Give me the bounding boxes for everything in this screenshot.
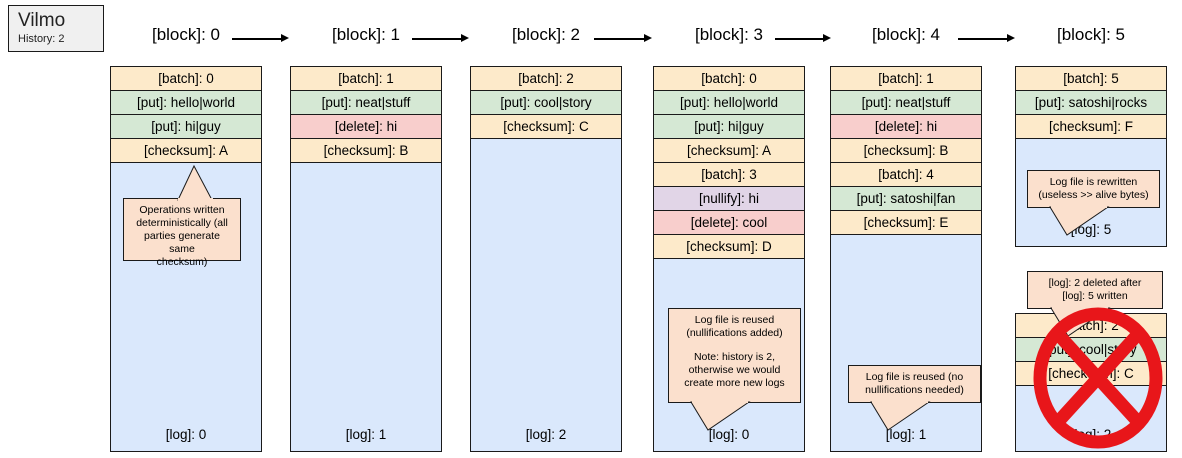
- log-row: [put]: satoshi|rocks: [1016, 91, 1166, 115]
- log-file-2: [batch]: 2 [put]: cool|story [checksum]:…: [470, 66, 622, 452]
- flow-arrow-0-to-1: [232, 34, 289, 43]
- block-header-4: [block]: 4: [871, 25, 941, 44]
- flow-arrow-3-to-4: [775, 34, 831, 43]
- log-row: [delete]: hi: [831, 115, 981, 139]
- log-file-5: [batch]: 5 [put]: satoshi|rocks [checksu…: [1015, 66, 1167, 247]
- log-row: [checksum]: B: [291, 139, 441, 163]
- block-header-5: [block]: 5: [1056, 25, 1126, 44]
- log-row: [batch]: 5: [1016, 67, 1166, 91]
- app-history-setting: History: 2: [18, 33, 65, 45]
- callout-line: Note: history is 2,: [693, 351, 776, 363]
- log-row: [put]: hello|world: [654, 91, 804, 115]
- callout-line: (nullifications added): [686, 327, 783, 339]
- log-row: [checksum]: A: [654, 139, 804, 163]
- log-file-label: [log]: 0: [708, 427, 750, 442]
- callout-line: Log file is rewritten: [1049, 176, 1138, 188]
- log-row: [batch]: 1: [831, 67, 981, 91]
- callout-log-reused-nullifications: Log file is reused (nullifications added…: [668, 308, 801, 431]
- log-row: [put]: hi|guy: [111, 115, 261, 139]
- callout-line: (useless >> alive bytes): [1038, 189, 1149, 201]
- log-row: [batch]: 0: [654, 67, 804, 91]
- log-row: [checksum]: D: [654, 235, 804, 259]
- app-name: Vilmo: [18, 10, 66, 31]
- callout-line: create more new logs: [684, 377, 785, 389]
- block-header-3: [block]: 3: [694, 25, 764, 44]
- callout-line: deterministically (all: [136, 217, 228, 229]
- log-file-label: [log]: 1: [885, 427, 927, 442]
- log-row: [put]: hi|guy: [654, 115, 804, 139]
- log-row: [batch]: 0: [111, 67, 261, 91]
- log-row: [batch]: 3: [654, 163, 804, 187]
- flow-arrow-4-to-5: [958, 34, 1015, 43]
- log-row: [batch]: 2: [471, 67, 621, 91]
- log-row: [put]: neat|stuff: [291, 91, 441, 115]
- log-row: [delete]: cool: [654, 211, 804, 235]
- callout-line: [log]: 2 deleted after: [1048, 277, 1142, 289]
- callout-line: Operations written: [139, 204, 225, 216]
- block-header-2: [block]: 2: [511, 25, 581, 44]
- callout-line: [log]: 5 written: [1062, 290, 1128, 302]
- log-file-label: [log]: 2: [525, 427, 567, 442]
- log-row: [put]: neat|stuff: [831, 91, 981, 115]
- log-file-label: [log]: 1: [345, 427, 387, 442]
- log-row: [checksum]: E: [831, 211, 981, 235]
- log-row: [put]: hello|world: [111, 91, 261, 115]
- log-row: [checksum]: F: [1016, 115, 1166, 139]
- log-row: [batch]: 4: [831, 163, 981, 187]
- callout-line: Log file is reused (no: [865, 371, 964, 383]
- callout-line: checksum): [156, 256, 208, 268]
- log-row: [checksum]: C: [1016, 362, 1166, 386]
- callout-line: parties generate same: [144, 230, 220, 255]
- log-row: [batch]: 1: [291, 67, 441, 91]
- log-row: [nullify]: hi: [654, 187, 804, 211]
- block-header-0: [block]: 0: [151, 25, 221, 44]
- app-title-card: Vilmo History: 2: [8, 5, 104, 52]
- callout-log-rewritten: Log file is rewritten (useless >> alive …: [1027, 170, 1160, 236]
- log-row: [put]: cool|story: [471, 91, 621, 115]
- callout-line: otherwise we would: [688, 364, 781, 376]
- log-file-label: [log]: 0: [165, 427, 207, 442]
- log-row: [checksum]: C: [471, 115, 621, 139]
- block-header-1: [block]: 1: [331, 25, 401, 44]
- log-file-1: [batch]: 1 [put]: neat|stuff [delete]: h…: [290, 66, 442, 452]
- log-file-label: [log]: 2: [1070, 427, 1112, 442]
- callout-line: Log file is reused: [694, 314, 775, 326]
- log-row: [delete]: hi: [291, 115, 441, 139]
- log-row: [put]: satoshi|fan: [831, 187, 981, 211]
- callout-log-reused-no-nullifications: Log file is reused (no nullifications ne…: [848, 365, 981, 431]
- flow-arrow-1-to-2: [412, 34, 469, 43]
- flow-arrow-2-to-3: [594, 34, 652, 43]
- log-row: [checksum]: B: [831, 139, 981, 163]
- log-row: [checksum]: A: [111, 139, 261, 163]
- callout-deterministic-writes: Operations written deterministically (al…: [123, 164, 241, 268]
- callout-log2-deleted: [log]: 2 deleted after [log]: 5 written: [1027, 271, 1163, 337]
- callout-line: nullifications needed): [865, 384, 964, 396]
